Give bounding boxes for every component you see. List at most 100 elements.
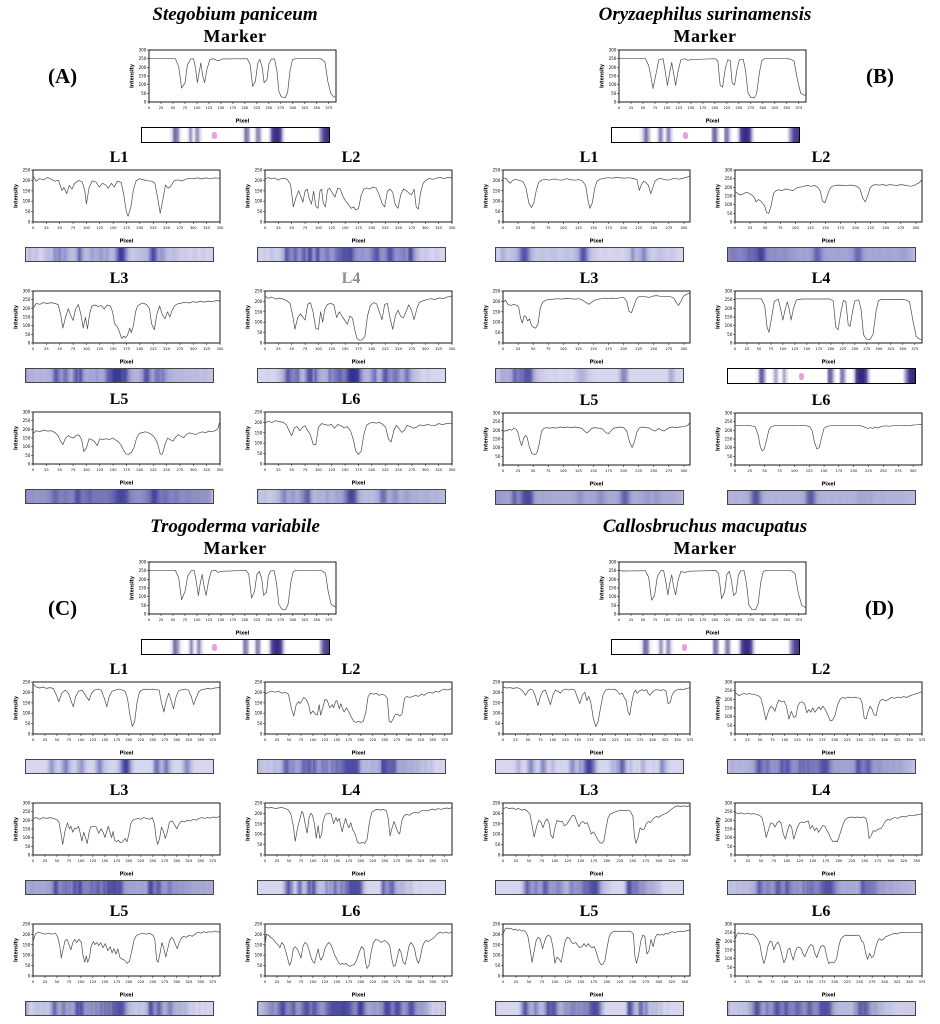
x-tick-label: 275 [277, 618, 284, 622]
x-tick-label: 375 [441, 859, 448, 863]
gel-strip-l1 [494, 759, 684, 774]
y-tick-label: 150 [493, 821, 501, 826]
y-tick-label: 150 [23, 700, 31, 705]
x-tick-label: 275 [176, 468, 183, 472]
x-tick-label: 175 [123, 226, 130, 230]
x-tick-label: 250 [163, 468, 171, 472]
y-axis-label: Intensity [246, 304, 252, 329]
panel-letter: (D) [864, 596, 894, 620]
x-tick-label: 200 [850, 469, 858, 473]
x-tick-label: 100 [83, 468, 91, 472]
x-tick-label: 100 [664, 106, 672, 110]
x-tick-label: 350 [313, 106, 321, 110]
y-tick-label: 50 [257, 209, 263, 214]
x-tick-label: 25 [745, 980, 750, 984]
y-axis-label: Intensity [484, 304, 490, 329]
x-tick-label: 50 [641, 618, 646, 622]
x-tick-label: 275 [176, 347, 183, 351]
x-tick-label: 100 [78, 980, 86, 984]
x-tick-label: 250 [629, 980, 637, 984]
x-tick-label: 325 [417, 980, 424, 984]
y-tick-label: 50 [495, 721, 501, 726]
x-tick-label: 225 [844, 980, 851, 984]
y-axis-label: Intensity [716, 695, 722, 720]
x-axis-label: Pixel [120, 239, 134, 245]
y-axis-label: Intensity [246, 183, 252, 208]
x-tick-label: 25 [513, 738, 518, 742]
x-tick-label: 100 [791, 469, 799, 473]
x-tick-label: 350 [429, 859, 437, 863]
species-title: Oryzaephilus surinamensis [598, 4, 812, 25]
x-tick-label: 350 [913, 859, 921, 863]
gel-strip-l2 [256, 247, 446, 262]
x-tick-label: 350 [674, 738, 682, 742]
x-tick-label: 25 [746, 859, 751, 863]
x-tick-label: 200 [136, 226, 144, 230]
x-tick-label: 375 [441, 980, 448, 984]
gel-strip-marker [140, 639, 330, 655]
y-tick-label: 200 [725, 306, 733, 311]
x-tick-label: 175 [819, 738, 826, 742]
x-tick-label: 125 [96, 468, 103, 472]
y-tick-label: 50 [25, 209, 31, 214]
y-tick-label: 150 [23, 942, 31, 947]
y-tick-label: 200 [493, 811, 501, 816]
x-tick-label: 75 [299, 859, 304, 863]
y-tick-label: 150 [493, 700, 501, 705]
lane-label-l6: L6 [811, 903, 831, 920]
y-tick-label: 100 [23, 711, 31, 716]
y-tick-label: 300 [23, 410, 31, 415]
lane-label-l5: L5 [579, 392, 599, 409]
x-tick-label: 125 [807, 226, 814, 230]
x-tick-label: 350 [197, 738, 205, 742]
x-tick-label: 200 [620, 469, 628, 473]
panel-letter: (A) [48, 64, 78, 88]
y-tick-label: 250 [23, 922, 31, 927]
species-title: Stegobium paniceum [152, 4, 318, 25]
y-tick-label: 150 [255, 430, 263, 435]
x-axis-label: Pixel [822, 751, 836, 757]
y-tick-label: 300 [609, 48, 617, 53]
x-tick-label: 150 [333, 980, 341, 984]
x-tick-label: 300 [405, 980, 413, 984]
x-tick-label: 0 [148, 106, 151, 110]
y-tick-label: 50 [727, 454, 733, 459]
gel-strip-l1 [494, 247, 684, 262]
x-tick-label: 275 [897, 226, 904, 230]
x-tick-label: 325 [301, 618, 308, 622]
x-tick-label: 225 [867, 226, 874, 230]
x-tick-label: 275 [393, 738, 400, 742]
y-tick-label: 200 [725, 185, 733, 190]
y-tick-label: 0 [28, 220, 31, 225]
x-tick-label: 200 [711, 106, 719, 110]
y-tick-label: 200 [493, 428, 501, 433]
y-tick-label: 50 [25, 963, 31, 968]
x-tick-label: 325 [203, 226, 210, 230]
y-tick-label: 200 [493, 690, 501, 695]
x-tick-label: 75 [67, 738, 72, 742]
gel-strip-marker [140, 127, 330, 143]
x-tick-label: 25 [745, 347, 750, 351]
x-tick-label: 0 [32, 738, 35, 742]
x-tick-label: 275 [393, 980, 400, 984]
y-axis-label: Intensity [484, 183, 490, 208]
x-tick-label: 250 [856, 980, 864, 984]
x-tick-label: 325 [771, 106, 778, 110]
x-tick-label: 0 [264, 347, 267, 351]
x-tick-label: 150 [803, 347, 811, 351]
x-tick-label: 75 [71, 347, 76, 351]
x-tick-label: 275 [863, 347, 870, 351]
x-tick-label: 100 [83, 226, 91, 230]
y-tick-label: 200 [609, 577, 617, 582]
y-tick-label: 200 [23, 932, 31, 937]
x-tick-label: 75 [183, 106, 188, 110]
x-tick-label: 300 [913, 226, 921, 230]
x-tick-label: 200 [357, 980, 365, 984]
y-tick-label: 150 [725, 315, 733, 320]
